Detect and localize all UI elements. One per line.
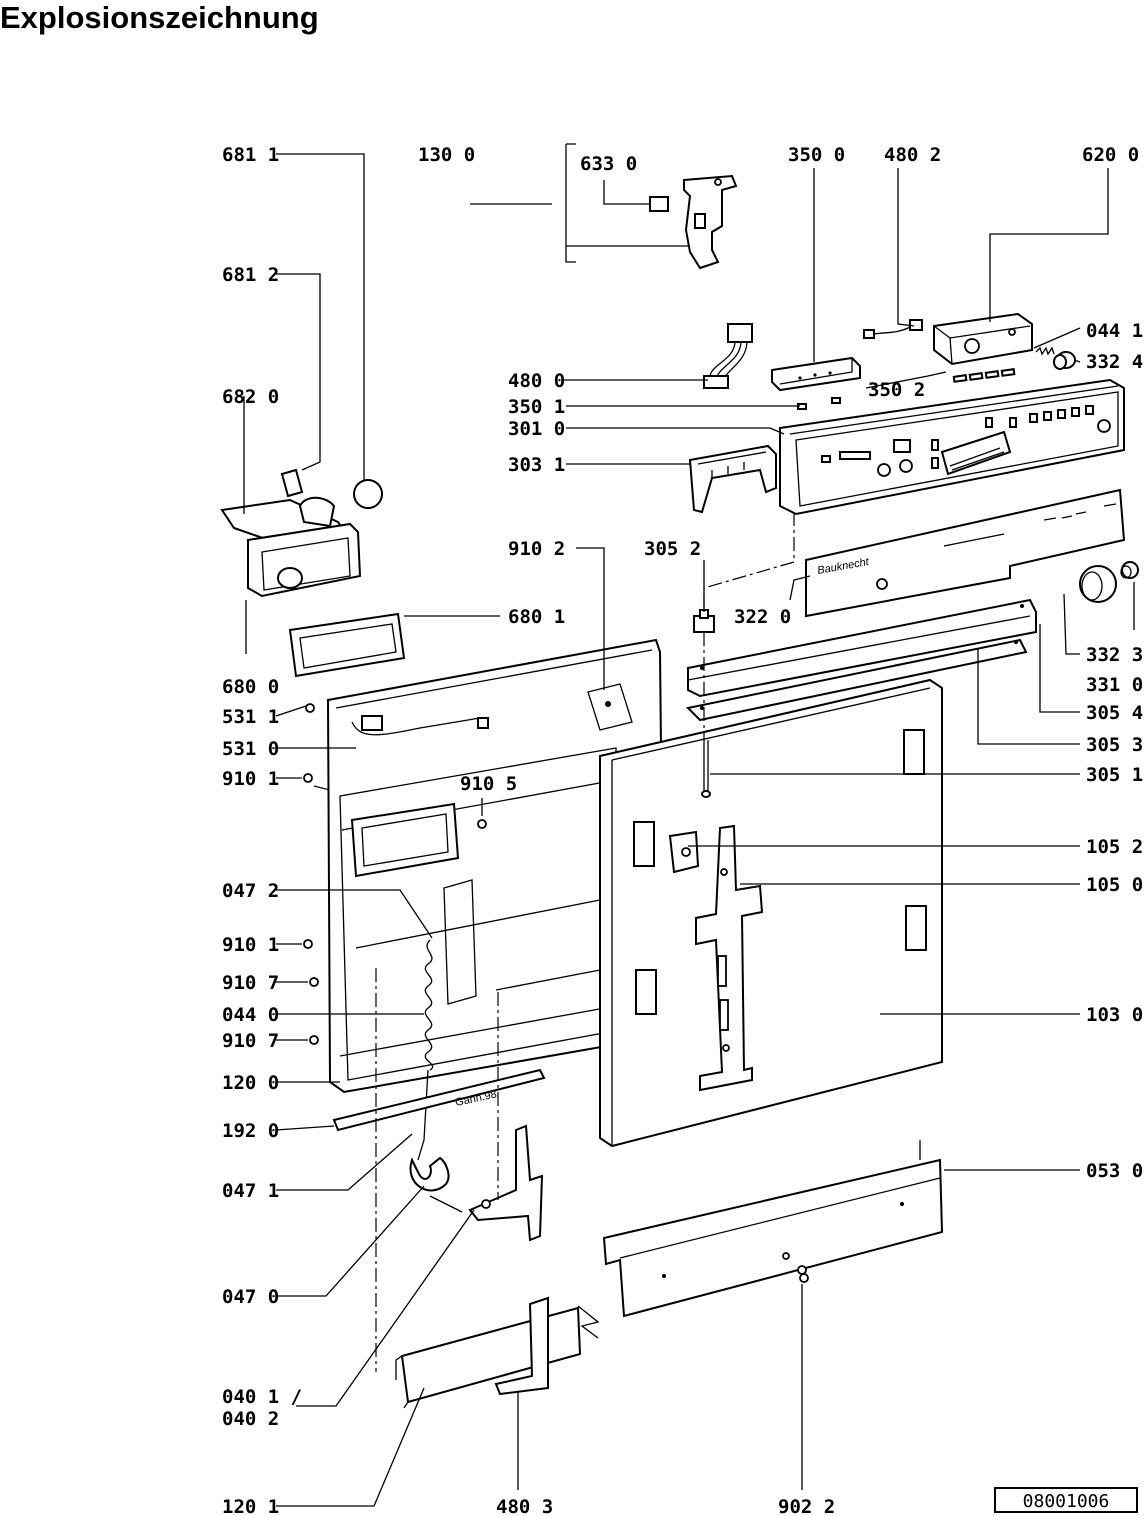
part-fascia-panel: Bauknecht — [805, 488, 1126, 618]
part-hinge-bracket — [468, 1124, 544, 1242]
callout-480-0: 480 0 — [508, 370, 565, 392]
part-gasket — [288, 612, 406, 678]
part-door-latch — [649, 174, 738, 270]
callout-040-1: 040 1 / — [222, 1386, 302, 1408]
part-electronic-module — [771, 356, 861, 392]
part-push-buttons — [952, 368, 1016, 383]
callout-044-0: 044 0 — [222, 1004, 279, 1026]
part-top-profile-rails — [685, 598, 1037, 722]
callout-labels: 681 1 130 0 633 0 350 0 480 2 620 0 681 … — [222, 144, 1143, 1516]
part-screw — [797, 1265, 809, 1283]
callout-303-1: 303 1 — [508, 454, 565, 476]
callout-130-0: 130 0 — [418, 144, 475, 166]
callout-040-2: 040 2 — [222, 1408, 279, 1430]
callout-902-2: 902 2 — [778, 1496, 835, 1516]
callout-120-1: 120 1 — [222, 1496, 279, 1516]
part-single-button — [797, 397, 841, 410]
part-program-timer — [933, 312, 1033, 366]
part-selector-knob — [1079, 561, 1139, 603]
callout-480-3: 480 3 — [496, 1496, 553, 1516]
page-title: Explosionszeichnung — [0, 0, 319, 35]
callout-047-0: 047 0 — [222, 1286, 279, 1308]
callout-192-0: 192 0 — [222, 1120, 279, 1142]
callout-350-0: 350 0 — [788, 144, 845, 166]
part-bottom-profile — [602, 1140, 944, 1318]
callout-305-1: 305 1 — [1086, 764, 1143, 786]
part-outer-door — [599, 678, 943, 1148]
callout-044-1: 044 1 — [1086, 320, 1143, 342]
part-spring-and-knob — [1035, 346, 1076, 370]
callout-350-1: 350 1 — [508, 396, 565, 418]
callout-301-0: 301 0 — [508, 418, 565, 440]
callout-332-4: 332 4 — [1086, 351, 1143, 373]
part-l-bracket — [494, 1296, 549, 1396]
callout-332-3: 332 3 — [1086, 644, 1143, 666]
callout-047-1: 047 1 — [222, 1180, 279, 1202]
callout-350-2: 350 2 — [868, 379, 925, 401]
callout-480-2: 480 2 — [884, 144, 941, 166]
part-small-screws — [303, 773, 487, 1045]
callout-331-0: 331 0 — [1086, 674, 1143, 696]
callout-322-0: 322 0 — [734, 606, 791, 628]
callout-105-2: 105 2 — [1086, 836, 1143, 858]
callout-910-1-mid: 910 1 — [222, 934, 279, 956]
callout-680-1: 680 1 — [508, 606, 565, 628]
part-screw-rod — [701, 740, 711, 798]
callout-910-7-top: 910 7 — [222, 972, 279, 994]
callout-910-5: 910 5 — [460, 773, 517, 795]
callout-620-0: 620 0 — [1082, 144, 1139, 166]
callout-305-4: 305 4 — [1086, 702, 1143, 724]
drawing-number: 08001006 — [1023, 1491, 1110, 1512]
callout-305-2: 305 2 — [644, 538, 701, 560]
part-detergent-dispenser — [220, 468, 383, 598]
callout-910-1-top: 910 1 — [222, 768, 279, 790]
callout-305-3: 305 3 — [1086, 734, 1143, 756]
callout-680-0: 680 0 — [222, 676, 279, 698]
callout-531-1: 531 1 — [222, 706, 279, 728]
callout-633-0: 633 0 — [580, 153, 637, 175]
callout-053-0: 053 0 — [1086, 1160, 1143, 1182]
drawing-number-box: 08001006 — [994, 1487, 1138, 1513]
callout-910-7-bottom: 910 7 — [222, 1030, 279, 1052]
part-door-spring — [409, 939, 463, 1213]
part-kick-plate — [395, 1305, 600, 1409]
callout-047-2: 047 2 — [222, 880, 279, 902]
part-inner-door-panel — [305, 638, 666, 1094]
callout-120-0: 120 0 — [222, 1072, 279, 1094]
callout-105-0: 105 0 — [1086, 874, 1143, 896]
part-clip — [693, 609, 715, 633]
leader-lines — [243, 143, 1135, 1507]
callout-682-0: 682 0 — [222, 386, 279, 408]
part-handle-bracket — [688, 444, 777, 514]
callout-910-2: 910 2 — [508, 538, 565, 560]
callout-681-2: 681 2 — [222, 264, 279, 286]
callout-103-0: 103 0 — [1086, 1004, 1143, 1026]
callout-681-1: 681 1 — [222, 144, 279, 166]
callout-531-0: 531 0 — [222, 738, 279, 760]
part-latch-plate — [668, 824, 764, 1092]
part-small-cable — [863, 319, 923, 339]
part-control-panel — [779, 378, 1125, 516]
part-cable-harness — [703, 323, 753, 389]
